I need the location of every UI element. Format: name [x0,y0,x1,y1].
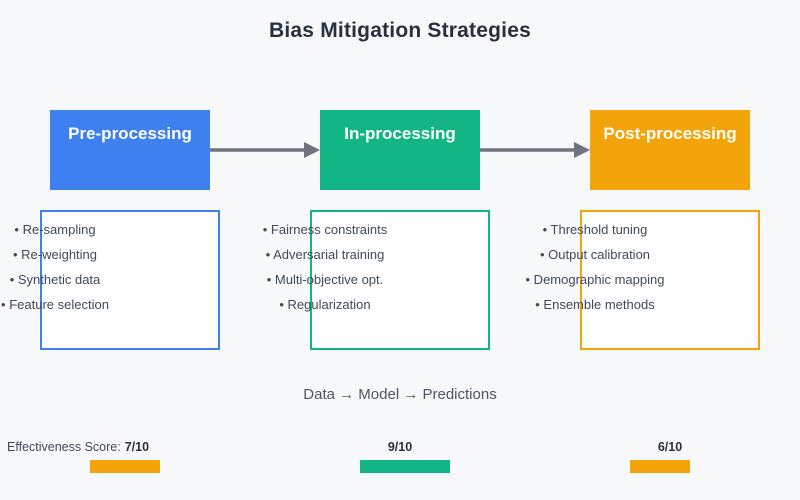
page-title: Bias Mitigation Strategies [269,19,531,42]
techniques-box-in-processing [310,210,490,350]
technique-item: • Multi-objective opt. [266,272,384,287]
technique-item: • Adversarial training [265,247,385,262]
stage-label-post-processing: Post-processing [603,124,737,143]
technique-item: • Threshold tuning [542,222,648,237]
score-value-post: 6/10 [657,440,683,454]
stage-box-in-processing: In-processing [320,110,480,190]
arrow-right-icon [210,142,320,158]
technique-item: • Demographic mapping [525,272,665,287]
effectiveness-score-pre: Effectiveness Score:7/10 [7,440,149,454]
stage-label-pre-processing: Pre-processing [68,124,192,143]
stage-box-post-processing: Post-processing [590,110,750,190]
technique-item: • Fairness constraints [262,222,388,237]
techniques-box-pre-processing [40,210,220,350]
technique-item: • Feature selection [1,297,109,312]
data-flow-label: Data → Model → Predictions [303,386,497,403]
technique-list-post-processing: • Threshold tuning • Output calibration … [475,217,715,317]
stage-box-pre-processing: Pre-processing [50,110,210,190]
technique-item: • Re-sampling [14,222,96,237]
technique-item: • Synthetic data [9,272,101,287]
stage-label-in-processing: In-processing [344,124,456,143]
effectiveness-label: Effectiveness Score: [7,440,121,454]
score-value-in: 9/10 [387,440,413,454]
arrow-right-icon [480,142,590,158]
technique-item: • Ensemble methods [535,297,655,312]
effectiveness-bar-pre [90,460,160,473]
technique-list-in-processing: • Fairness constraints • Adversarial tra… [205,217,445,317]
technique-item: • Regularization [279,297,371,312]
technique-item: • Re-weighting [12,247,98,262]
technique-list-pre-processing: • Re-sampling • Re-weighting • Synthetic… [0,217,175,317]
effectiveness-bar-in [360,460,450,473]
score-value-pre: 7/10 [124,440,150,454]
effectiveness-bar-post [630,460,690,473]
technique-item: • Output calibration [539,247,651,262]
techniques-box-post-processing [580,210,760,350]
